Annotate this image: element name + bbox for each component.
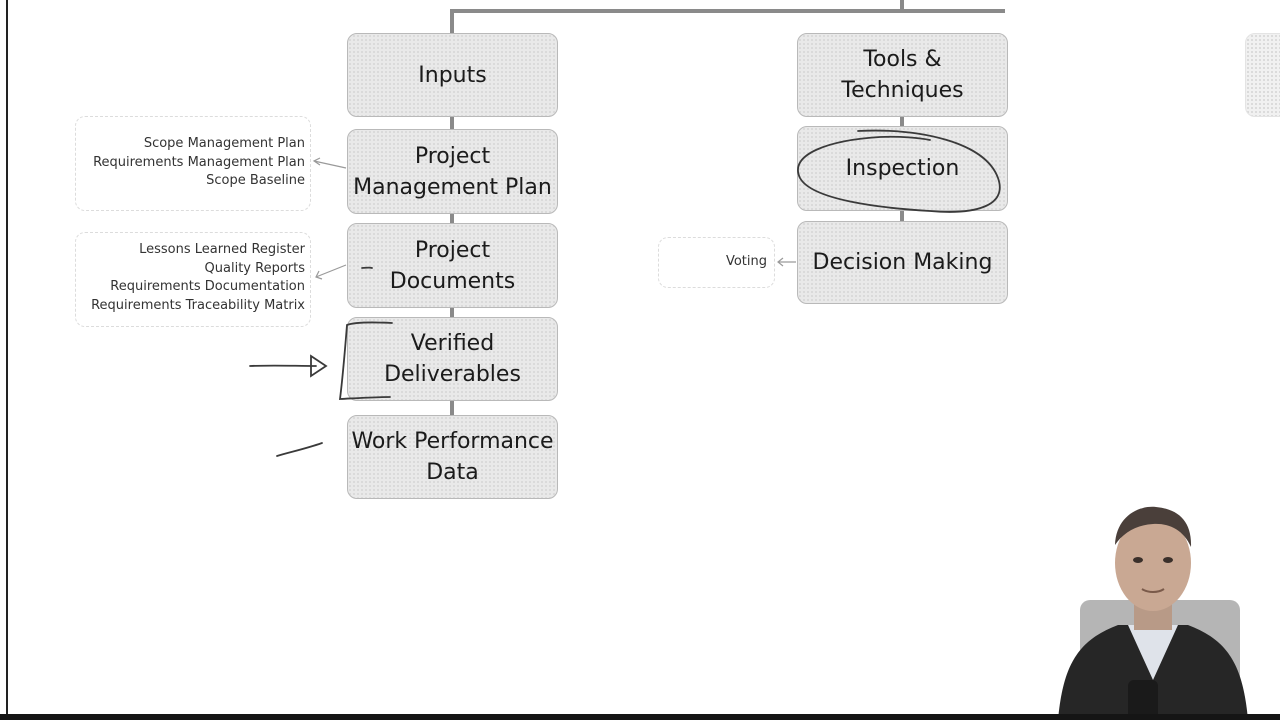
project-document-component: Requirements Traceability Matrix bbox=[91, 297, 305, 313]
tools-techniques-header: Tools & Techniques bbox=[797, 33, 1008, 117]
inputs-drop-line bbox=[450, 9, 454, 34]
input-project-documents: Project Documents bbox=[347, 223, 558, 308]
project-document-component: Requirements Documentation bbox=[110, 279, 305, 295]
decision-making-component: Voting bbox=[725, 254, 767, 270]
verified-arrowhead-mark bbox=[310, 354, 328, 378]
input-project-management-plan: Project Management Plan bbox=[347, 129, 558, 214]
inputs-header: Inputs bbox=[347, 33, 558, 117]
tool-inspection: Inspection bbox=[797, 126, 1008, 211]
left-border bbox=[6, 0, 8, 720]
arrow-voting-note bbox=[777, 257, 796, 267]
top-connector bbox=[450, 9, 1005, 13]
input-verified-deliverables: Verified Deliverables bbox=[347, 317, 558, 401]
pmp-components-note: Scope Management Plan Requirements Manag… bbox=[75, 116, 311, 211]
arrow-documents-note bbox=[315, 264, 347, 280]
pmp-component: Scope Management Plan bbox=[143, 136, 305, 151]
pmp-component: Requirements Management Plan bbox=[93, 154, 305, 170]
project-documents-components-note: Lessons Learned Register Quality Reports… bbox=[75, 232, 311, 327]
work-data-dash-mark bbox=[276, 442, 323, 457]
input-work-performance-data: Work Performance Data bbox=[347, 415, 558, 499]
presenter-video-avatar bbox=[1058, 506, 1248, 720]
tool-decision-making: Decision Making bbox=[797, 221, 1008, 304]
decision-making-components-note: Voting bbox=[658, 237, 775, 288]
tools-drop-line bbox=[900, 0, 904, 13]
outputs-header-partial bbox=[1245, 33, 1280, 117]
bottom-bar bbox=[0, 714, 1280, 720]
arrow-pmp-note bbox=[312, 157, 347, 169]
project-document-component: Lessons Learned Register bbox=[139, 242, 305, 257]
pmp-component: Scope Baseline bbox=[206, 173, 305, 189]
project-document-component: Quality Reports bbox=[204, 260, 305, 276]
